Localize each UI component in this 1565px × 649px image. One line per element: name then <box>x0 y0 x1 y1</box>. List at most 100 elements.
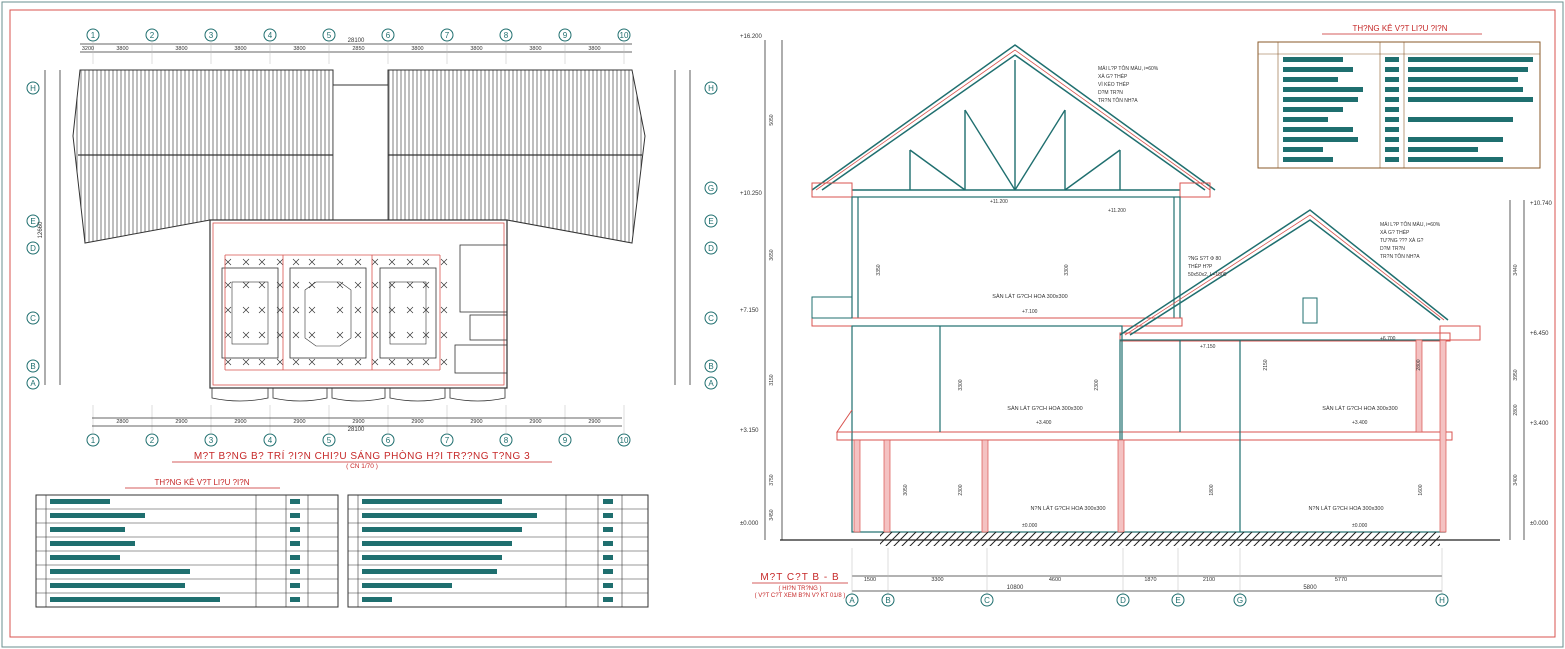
axis-label: B <box>885 596 890 605</box>
dim-text: 2150 <box>1263 359 1269 370</box>
note-line: 50x50x2, L=1800 <box>1188 272 1227 278</box>
roof-left-wing <box>72 69 334 244</box>
dim-text: 3800 <box>175 46 187 52</box>
lamp-symbol <box>224 358 232 366</box>
dim-text: 1870 <box>1144 577 1156 583</box>
lamp-symbol <box>308 306 316 314</box>
grid-row-label: D <box>30 244 36 253</box>
lamp-symbol <box>388 331 396 339</box>
lamp-symbol <box>258 331 266 339</box>
note-line: TƯ?NG ??? XÀ G? <box>1380 237 1424 244</box>
grid-row-label: C <box>708 314 714 323</box>
axis-label: H <box>1439 596 1445 605</box>
grid-col-label: 7 <box>445 31 450 40</box>
note-line: MÁI L?P TÔN MÀU, i=60% <box>1380 221 1441 228</box>
lamp-symbol <box>242 258 250 266</box>
note-line: MÁI L?P TÔN MÀU, i=60% <box>1098 65 1159 72</box>
dim-text: 2800 <box>1513 404 1519 415</box>
grid-row-label: E <box>708 217 713 226</box>
dim-text: 3200 <box>82 46 94 52</box>
section-bottom-overall-1: 10800 <box>1007 585 1024 591</box>
grid-row-bubble <box>704 359 718 373</box>
lamp-symbol <box>308 331 316 339</box>
lamp-symbol <box>371 258 379 266</box>
dim-text: 2900 <box>175 419 187 425</box>
dim-text: 3350 <box>876 264 882 275</box>
grid-col-label: 8 <box>504 436 509 445</box>
axis-label: A <box>849 596 855 605</box>
dim-text: 3950 <box>1513 369 1519 380</box>
grid-col-label: 4 <box>268 31 273 40</box>
level-note: +3.400 <box>1036 420 1052 426</box>
section-title: M?T C?T B - B <box>760 572 839 583</box>
grid-row-label: B <box>30 362 35 371</box>
dim-text: 3400 <box>1513 474 1519 485</box>
grid-row-bubble <box>26 376 40 390</box>
dim-text: 3800 <box>116 46 128 52</box>
grid-row-label: H <box>708 84 714 93</box>
section-note: ( V?T C?T XEM B?N V? KT 01/8 ) <box>755 593 846 599</box>
dim-text: 5770 <box>1335 577 1347 583</box>
level-label: +7.150 <box>740 308 759 314</box>
plan-scale: ( CN 1/70 ) <box>346 463 378 470</box>
lamp-symbol <box>258 281 266 289</box>
axis-bubble <box>980 593 994 607</box>
floor-note: N?N LÁT G?CH HOA 300x300 <box>1308 505 1383 512</box>
lamp-symbol <box>354 331 362 339</box>
grid-col-label: 2 <box>150 436 155 445</box>
dim-text: 1600 <box>1418 484 1424 495</box>
axis-bubble <box>1233 593 1247 607</box>
dim-text: 5050 <box>769 114 775 125</box>
lamp-symbol <box>276 281 284 289</box>
note-line: D?M TR?N <box>1380 246 1405 252</box>
lamp-symbol <box>406 258 414 266</box>
lamp-symbol <box>292 331 300 339</box>
lamp-symbol <box>371 306 379 314</box>
dim-text: 3300 <box>931 577 943 583</box>
note-line: XÀ G? THÉP <box>1380 229 1410 236</box>
lamp-symbol <box>422 281 430 289</box>
dim-text: 2900 <box>234 419 246 425</box>
level-note: +11.200 <box>990 199 1008 205</box>
grid-row-bubble <box>26 214 40 228</box>
grid-row-bubble <box>704 241 718 255</box>
grid-col-label: 6 <box>386 436 391 445</box>
level-label: ±0.000 <box>1530 521 1549 527</box>
lamp-symbol <box>292 258 300 266</box>
lamp-symbol <box>258 358 266 366</box>
plan-bottom-overall-dim: 28100 <box>348 427 365 433</box>
dim-text: 1500 <box>864 577 876 583</box>
section-legend-table: TH?NG KÊ V?T LI?U ?I?N <box>1257 24 1541 169</box>
grid-row-label: B <box>708 362 713 371</box>
dim-text: 3650 <box>769 249 775 260</box>
lamp-symbol <box>371 358 379 366</box>
grid-row-label: A <box>30 379 36 388</box>
dim-text: 3440 <box>1513 264 1519 275</box>
level-note: +7.150 <box>1200 344 1216 350</box>
grid-col-label: 9 <box>563 31 568 40</box>
dim-text: 4600 <box>1049 577 1061 583</box>
lamp-symbol <box>224 281 232 289</box>
lamp-symbol <box>406 306 414 314</box>
lamp-symbol <box>308 358 316 366</box>
roof-right-wing <box>387 69 646 244</box>
dim-text: 2100 <box>1203 577 1215 583</box>
level-note: +7.100 <box>1022 309 1038 315</box>
lamp-symbol <box>406 281 414 289</box>
meeting-hall <box>209 219 508 389</box>
grid-row-bubble <box>704 181 718 195</box>
level-note: ±0.000 <box>1022 523 1037 529</box>
level-note: +11.200 <box>1108 208 1126 214</box>
lamp-symbol <box>276 358 284 366</box>
grid-row-label: G <box>708 184 714 193</box>
grid-col-label: 9 <box>563 436 568 445</box>
ground-hatch <box>880 532 1440 546</box>
dim-text: 3800 <box>293 46 305 52</box>
note-line: ?NG S?T Φ 80 <box>1188 256 1221 262</box>
dim-text: 2800 <box>116 419 128 425</box>
floor-note: SÀN LÁT G?CH HOA 300x300 <box>992 293 1067 300</box>
